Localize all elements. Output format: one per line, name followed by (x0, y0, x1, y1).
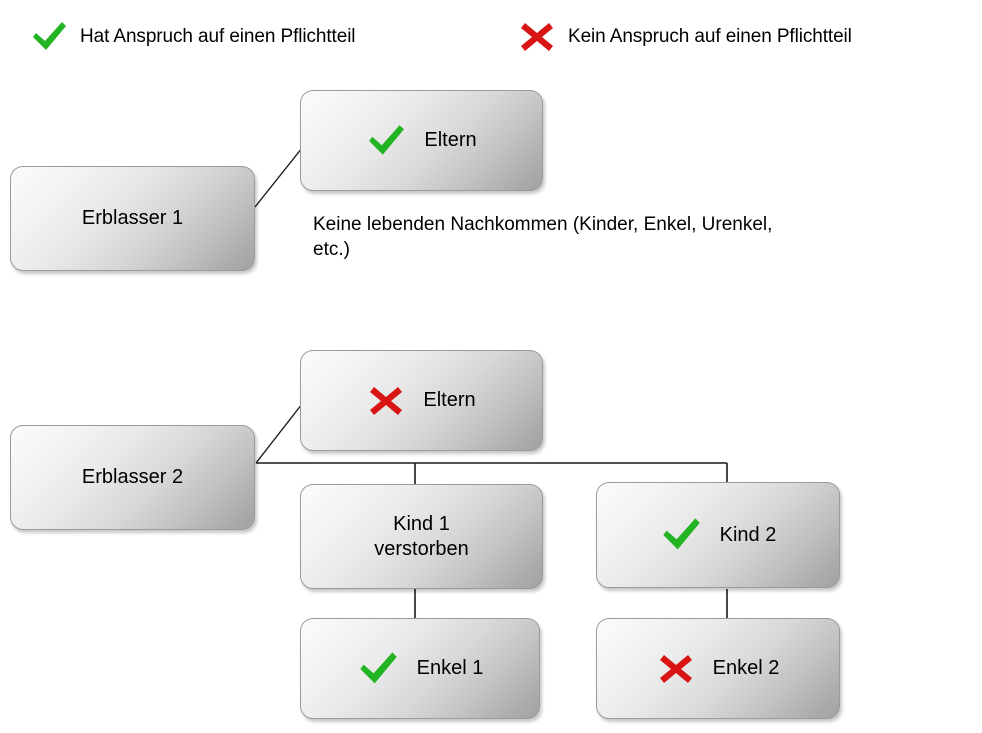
cross-icon (367, 384, 405, 418)
node-erblasser-1[interactable]: Erblasser 1 (10, 166, 255, 271)
node-label: Enkel 1 (416, 657, 484, 679)
check-icon (660, 516, 702, 554)
node-label: Erblasser 1 (81, 207, 184, 229)
node-enkel-1[interactable]: Enkel 1 (300, 618, 540, 719)
node-enkel-2[interactable]: Enkel 2 (596, 618, 840, 719)
cross-icon (657, 652, 695, 686)
node-label: Erblasser 2 (81, 466, 184, 488)
check-icon (357, 650, 399, 688)
node-tree2-eltern[interactable]: Eltern (300, 350, 543, 451)
legend-label-entitled: Hat Anspruch auf einen Pflichtteil (80, 26, 356, 47)
node-label: Kind 1 verstorben (374, 512, 469, 560)
connector-erblasser2-eltern (255, 403, 303, 464)
node-kind-1[interactable]: Kind 1 verstorben (300, 484, 543, 589)
connector-erblasser1-eltern (254, 147, 303, 208)
node-label: Kind 2 (719, 523, 777, 546)
legend-item-not-entitled: Kein Anspruch auf einen Pflichtteil (518, 20, 852, 54)
cross-icon (518, 20, 556, 54)
legend-label-not-entitled: Kein Anspruch auf einen Pflichtteil (568, 26, 852, 47)
node-erblasser-2[interactable]: Erblasser 2 (10, 425, 255, 530)
legend-item-entitled: Hat Anspruch auf einen Pflichtteil (30, 20, 356, 54)
node-tree1-eltern[interactable]: Eltern (300, 90, 543, 191)
node-label: Enkel 2 (712, 657, 780, 679)
check-icon (366, 123, 406, 159)
node-label: Eltern (423, 389, 476, 411)
node-kind-2[interactable]: Kind 2 (596, 482, 840, 588)
node-label: Eltern (424, 129, 477, 151)
note-keine-nachkommen: Keine lebenden Nachkommen (Kinder, Enkel… (313, 214, 773, 260)
check-icon (30, 20, 68, 54)
